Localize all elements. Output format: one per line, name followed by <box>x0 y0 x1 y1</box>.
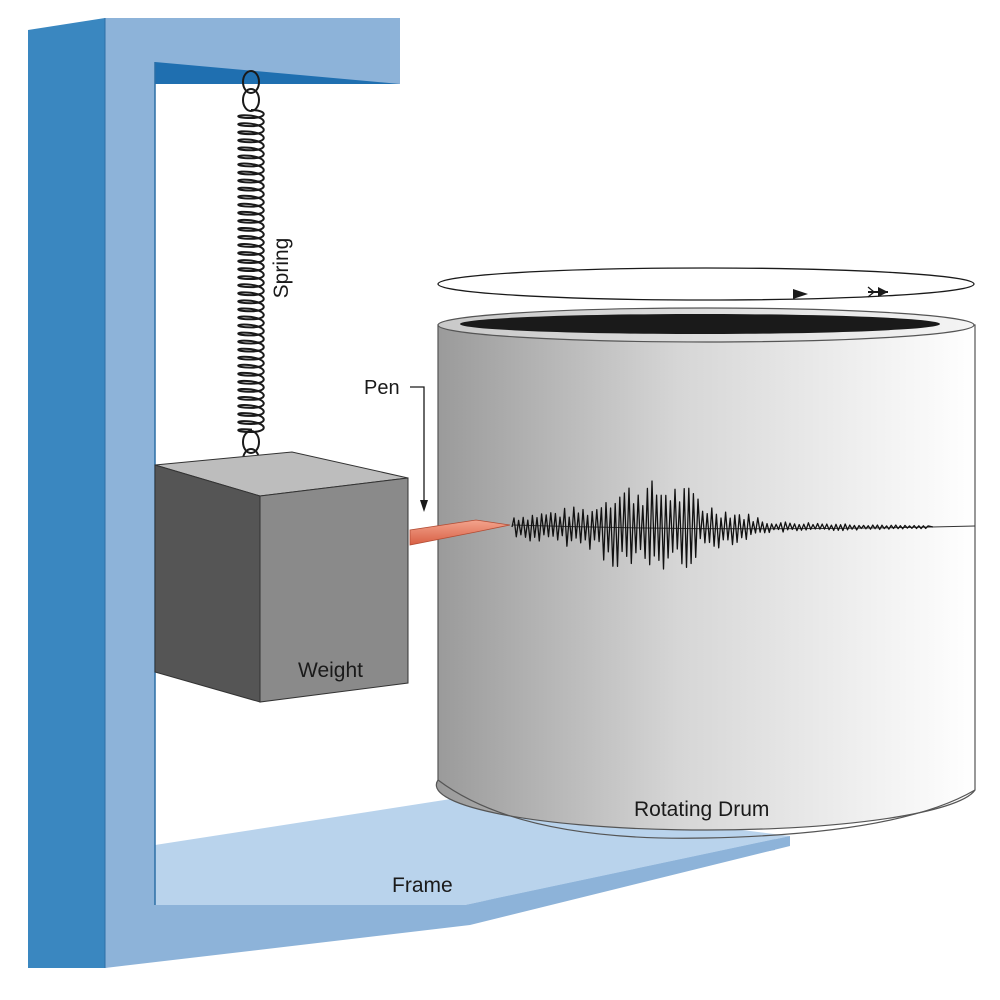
pen-pointer <box>410 386 428 512</box>
drum-body <box>435 324 976 831</box>
pen-body <box>409 519 511 546</box>
label-weight: Weight <box>298 659 363 682</box>
frame-left-side-face <box>28 18 105 968</box>
seismogram-trace <box>511 480 934 570</box>
weight-block <box>154 451 409 703</box>
label-spring: Spring <box>270 238 293 299</box>
label-rotating-drum: Rotating Drum <box>634 798 769 821</box>
weight-left-face <box>154 464 261 703</box>
label-frame: Frame <box>392 874 453 897</box>
weight-front-face <box>259 477 409 703</box>
rotation-indicator <box>437 267 975 301</box>
frame-base-front <box>105 836 790 968</box>
spring <box>237 70 265 472</box>
pen <box>409 519 511 546</box>
label-pen: Pen <box>364 377 400 399</box>
rotating-drum <box>435 307 976 839</box>
drum-top-opening <box>460 314 940 334</box>
